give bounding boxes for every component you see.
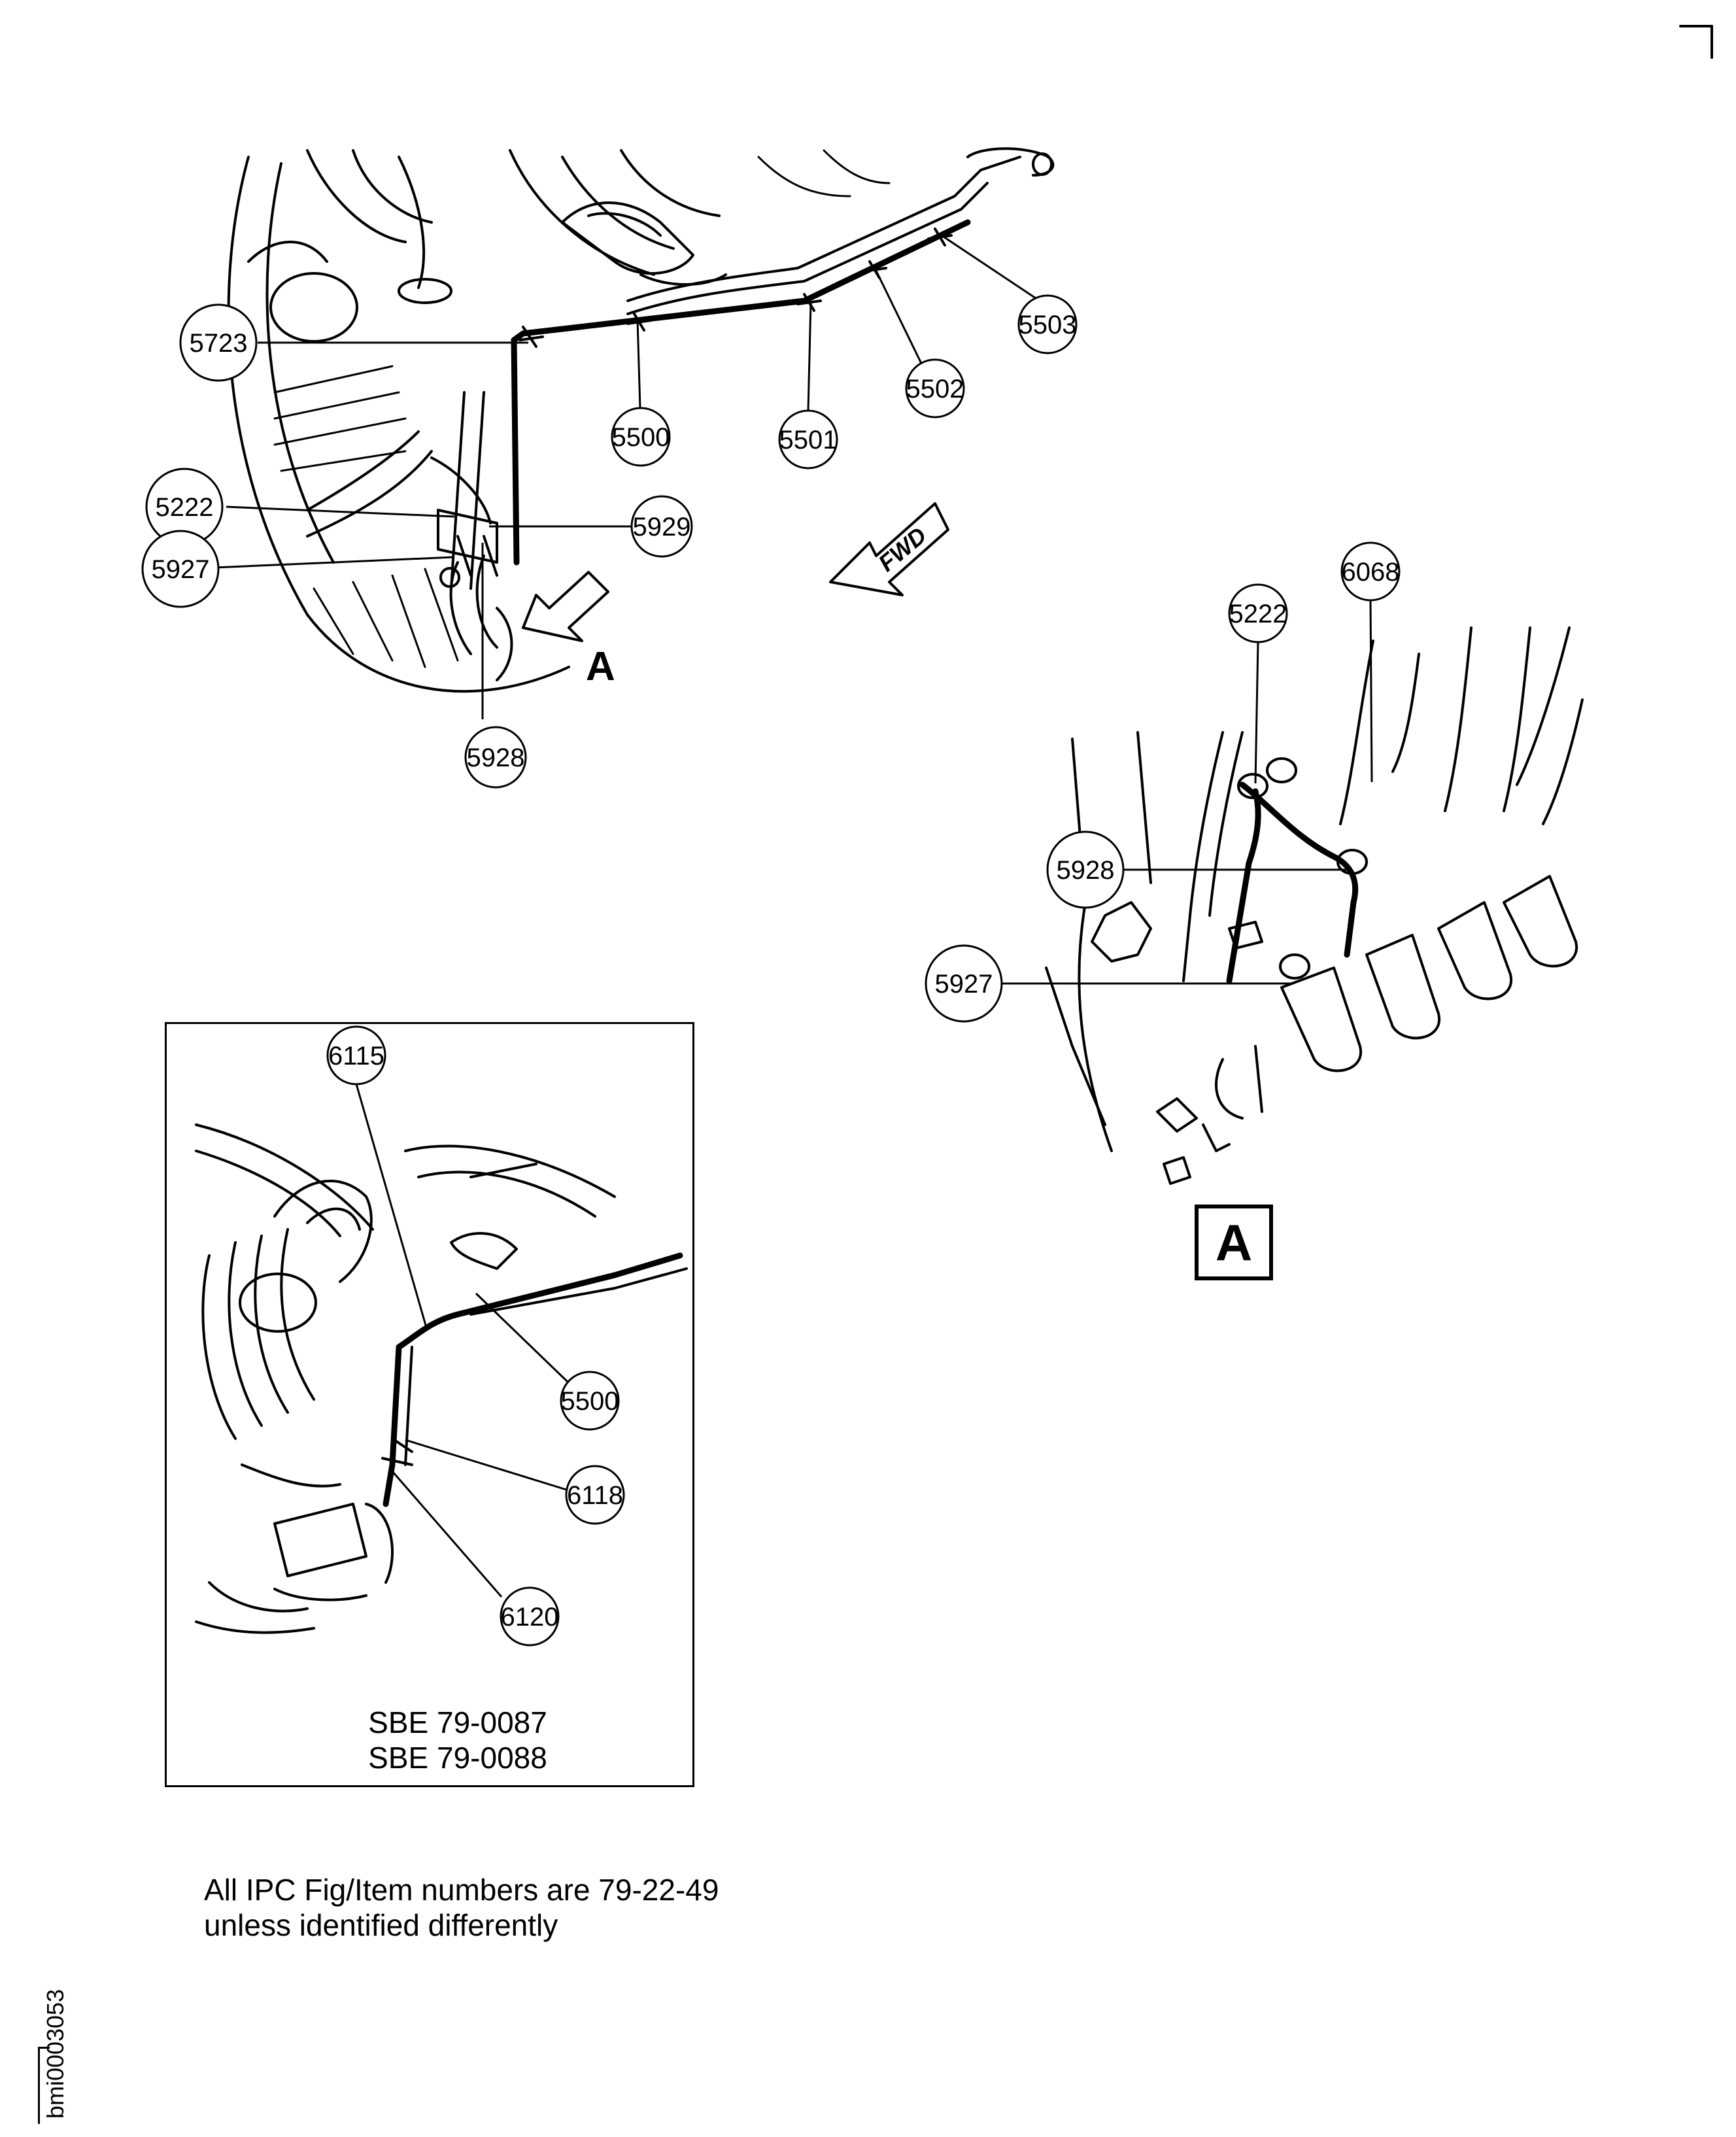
svg-text:6118: 6118 — [567, 1481, 623, 1510]
callout-5222-detail: 5222 — [1228, 583, 1288, 643]
sbe-inset-artwork — [195, 1123, 688, 1634]
callout-6120: 6120 — [500, 1586, 560, 1647]
detail-a-leaders — [1000, 600, 1373, 985]
ipc-note-line-1: All IPC Fig/Item numbers are 79-22-49 — [204, 1873, 719, 1907]
callout-5927-main: 5927 — [141, 530, 220, 608]
svg-text:5928: 5928 — [467, 744, 525, 772]
detail-a-view-label: A — [1195, 1205, 1273, 1280]
svg-text:6115: 6115 — [328, 1042, 384, 1070]
crop-mark — [1679, 25, 1713, 59]
callout-5723: 5723 — [179, 303, 258, 382]
callout-5928-main: 5928 — [464, 726, 527, 789]
figure-id-bracket — [38, 2047, 40, 2124]
callout-6118: 6118 — [565, 1465, 625, 1525]
callout-5500: 5500 — [611, 407, 671, 467]
svg-text:5723: 5723 — [190, 329, 248, 358]
callout-5928-detail: 5928 — [1046, 830, 1125, 909]
svg-text:5222: 5222 — [1229, 600, 1287, 628]
sbe-reference-2: SBE 79-0088 — [368, 1741, 547, 1775]
main-view-artwork — [227, 147, 1055, 693]
main-view-leaders — [214, 234, 1048, 719]
callout-6068: 6068 — [1340, 541, 1401, 602]
svg-text:5502: 5502 — [906, 375, 964, 403]
svg-text:6120: 6120 — [501, 1603, 559, 1632]
callout-5502: 5502 — [905, 358, 965, 419]
svg-text:5927: 5927 — [152, 555, 210, 584]
svg-text:5500: 5500 — [561, 1387, 619, 1416]
svg-text:5500: 5500 — [612, 423, 670, 452]
svg-text:5222: 5222 — [156, 493, 214, 522]
fwd-label: FWD — [873, 522, 931, 577]
svg-text:5927: 5927 — [935, 970, 993, 999]
callout-5222-main: 5222 — [145, 468, 224, 546]
figure-id-tick — [38, 2047, 50, 2049]
sbe-inset-frame — [165, 1022, 694, 1787]
callout-6115: 6115 — [326, 1025, 386, 1086]
callout-5927-detail: 5927 — [925, 944, 1003, 1023]
detail-a-artwork — [1045, 626, 1584, 1185]
svg-text:5929: 5929 — [633, 513, 691, 541]
callout-5929: 5929 — [630, 495, 693, 558]
sbe-reference-1: SBE 79-0087 — [368, 1705, 547, 1739]
svg-text:5501: 5501 — [779, 426, 838, 454]
svg-text:5503: 5503 — [1019, 311, 1077, 339]
callout-5501: 5501 — [778, 409, 838, 470]
sbe-inset-leaders — [355, 1084, 570, 1598]
ipc-note-line-2: unless identified differently — [204, 1908, 558, 1942]
view-arrow-label: A — [586, 644, 615, 689]
svg-text:5928: 5928 — [1057, 856, 1115, 885]
callout-5500-inset: 5500 — [560, 1371, 620, 1431]
callout-5503: 5503 — [1017, 294, 1078, 354]
svg-text:6068: 6068 — [1342, 558, 1400, 587]
figure-id: bmi0003053 — [42, 1989, 69, 2119]
